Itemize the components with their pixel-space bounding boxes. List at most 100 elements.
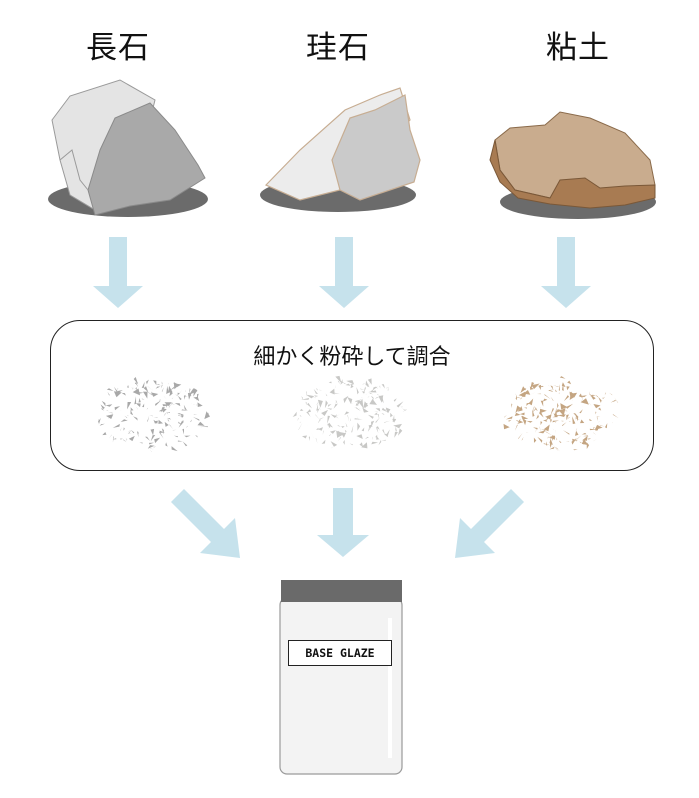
powder-fragment: [308, 436, 310, 441]
powder-fragment: [576, 435, 582, 440]
powder-fragment: [384, 420, 391, 423]
powder-fragment: [562, 383, 564, 391]
powder-fragment: [325, 393, 328, 397]
powder-fragment: [204, 411, 210, 420]
powder-fragment: [171, 446, 178, 452]
powder-fragment: [550, 396, 554, 401]
powder-fragment: [367, 395, 370, 398]
powder-fragment: [315, 414, 320, 420]
powder-fragment: [359, 442, 363, 447]
powder-fragment: [592, 427, 595, 430]
powder-fragment: [394, 431, 398, 438]
powder-fragment: [330, 441, 338, 447]
arrow-down-quartz: [319, 237, 369, 308]
powder-fragment: [546, 441, 548, 447]
powder-fragment: [370, 395, 374, 401]
powder-fragment: [558, 384, 560, 391]
powder-fragment: [378, 439, 381, 446]
powder-fragment: [361, 427, 365, 432]
powder-fragment: [336, 416, 339, 419]
powder-fragment: [532, 407, 537, 413]
powder-fragment: [362, 383, 366, 385]
powder-fragment: [598, 407, 602, 411]
powder-fragment: [589, 393, 596, 400]
powder-fragment: [400, 406, 403, 408]
powder-fragment: [306, 409, 311, 413]
powder-fragment: [522, 418, 527, 426]
powder-fragment: [191, 402, 192, 404]
powder-fragment: [197, 402, 203, 407]
powder-fragment: [357, 422, 361, 431]
powder-fragment: [147, 445, 155, 449]
powder-fragment: [345, 383, 351, 386]
powder-fragment: [105, 404, 113, 407]
powder-fragment: [159, 430, 165, 433]
powder-fragment: [544, 394, 551, 400]
powder-fragment: [161, 428, 164, 435]
powder-fragment: [562, 422, 567, 427]
powder-fragment: [153, 417, 158, 418]
powder-fragment: [558, 440, 562, 443]
powder-fragment: [539, 408, 547, 414]
powder-fragment: [503, 423, 510, 430]
powder-fragment: [593, 432, 597, 435]
powder-fragment: [539, 407, 542, 409]
powder-fragment: [337, 425, 341, 427]
powder-fragment: [317, 427, 323, 431]
powder-fragment: [371, 441, 379, 445]
powder-fragment: [351, 403, 354, 404]
powder-fragment: [552, 448, 555, 450]
powder-fragment: [375, 408, 381, 412]
jar-highlight: [388, 618, 392, 758]
powder-fragment: [331, 392, 340, 395]
feldspar-label: 長石: [86, 30, 150, 66]
powder-fragment: [550, 408, 555, 416]
clay-dark-face: [489, 139, 656, 209]
powder-fragment: [589, 403, 592, 407]
powder-fragment: [374, 385, 378, 389]
powder-fragment: [149, 449, 153, 453]
powder-fragment: [356, 387, 359, 395]
powder-fragment: [575, 430, 579, 436]
powder-fragment: [108, 412, 113, 414]
powder-fragment: [314, 395, 319, 397]
powder-fragment: [581, 439, 589, 446]
powder-fragment: [316, 427, 319, 430]
powder-fragment: [569, 391, 574, 399]
arrow-converge-left: [171, 489, 240, 558]
powder-fragment: [508, 419, 512, 422]
powder-fragment: [128, 430, 132, 434]
powder-fragment: [154, 420, 158, 423]
powder-fragment: [526, 402, 531, 406]
powder-fragment: [578, 393, 583, 398]
powder-fragment: [583, 444, 585, 445]
powder-fragment: [561, 420, 565, 422]
powder-fragment: [540, 421, 543, 426]
powder-fragment: [582, 405, 583, 407]
powder-fragment: [581, 432, 587, 435]
feldspar-rock: [48, 79, 208, 217]
powder-fragment: [338, 431, 346, 437]
powder-fragment: [154, 437, 161, 444]
powder-fragment: [361, 442, 368, 449]
powder-fragment: [398, 428, 403, 436]
powder-fragment: [345, 422, 348, 427]
powder-fragment: [372, 436, 373, 440]
powder-fragment: [184, 435, 191, 438]
powder-fragment: [317, 419, 321, 423]
powder-fragment: [170, 386, 175, 391]
quartz-powder-pile: [292, 375, 407, 449]
powder-fragment: [382, 429, 386, 436]
powder-fragment: [542, 398, 548, 402]
powder-fragment: [112, 438, 117, 440]
powder-fragment: [543, 443, 551, 446]
powder-fragment: [133, 387, 135, 391]
powder-fragment: [195, 435, 198, 438]
powder-fragment: [150, 428, 155, 436]
powder-fragment: [169, 402, 173, 407]
powder-fragment: [301, 398, 310, 400]
powder-fragment: [596, 416, 601, 418]
powder-fragment: [333, 403, 338, 409]
powder-fragment: [376, 436, 380, 440]
powder-fragment: [553, 385, 559, 387]
